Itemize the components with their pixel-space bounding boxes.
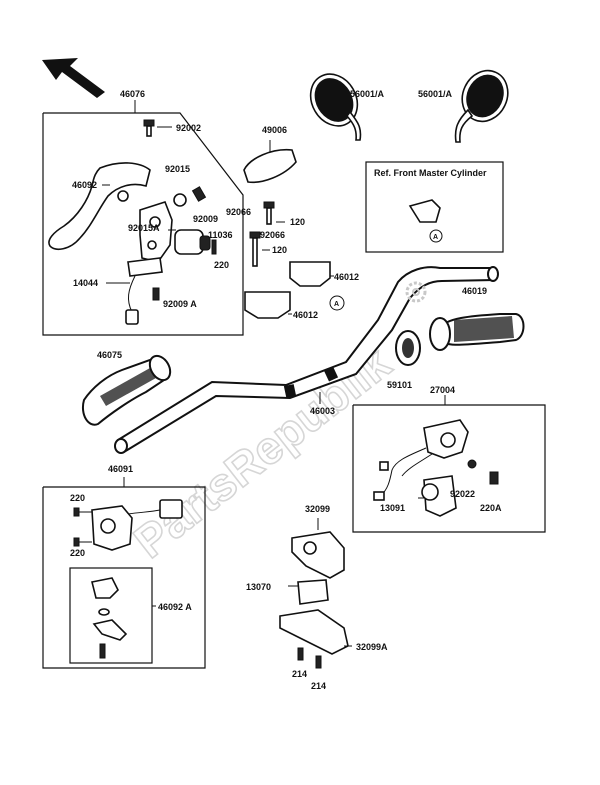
- gear-icon: [405, 281, 427, 303]
- bolt-92002: [143, 119, 155, 137]
- label-92002: 92002: [176, 123, 201, 133]
- handlebar-clamp-lower: [244, 291, 291, 319]
- screw-214-left: [297, 647, 304, 661]
- left-mirror: [309, 73, 362, 141]
- label-214-left: 214: [292, 669, 307, 679]
- housing-32099: [291, 531, 345, 579]
- label-46092: 46092: [72, 180, 97, 190]
- left-switch-group: [42, 477, 206, 669]
- label-214-right: 214: [311, 681, 326, 691]
- label-46012-upper: 46012: [334, 272, 359, 282]
- label-92066-upper: 92066: [226, 207, 251, 217]
- label-220A: 220A: [480, 503, 502, 513]
- screw-220A: [489, 471, 499, 485]
- front-master-cylinder-ref-box: [365, 161, 504, 253]
- screw-92009: [191, 186, 207, 202]
- screw-92009A: [152, 287, 160, 301]
- label-46003: 46003: [310, 406, 335, 416]
- label-46076: 46076: [120, 89, 145, 99]
- clutch-lever: [48, 162, 151, 251]
- right-grip-46019: [429, 313, 525, 351]
- screw-220-upper: [73, 507, 80, 517]
- housing-32099A: [279, 609, 349, 655]
- label-120-upper: 120: [290, 217, 305, 227]
- throttle-pulley-59101: [395, 330, 421, 366]
- label-92022: 92022: [450, 489, 475, 499]
- left-switch-frame: [42, 486, 206, 669]
- label-27004: 27004: [430, 385, 455, 395]
- clutch-lever-assembly-frame: [42, 112, 244, 336]
- label-46012-lower: 46012: [293, 310, 318, 320]
- bolt-92066-upper: [263, 201, 275, 225]
- label-92009A: 92009 A: [163, 299, 197, 309]
- left-grip-46075: [82, 354, 172, 426]
- label-49006: 49006: [262, 125, 287, 135]
- label-92015: 92015: [165, 164, 190, 174]
- label-14044: 14044: [73, 278, 98, 288]
- right-mirror: [454, 69, 509, 143]
- screw-220-lower: [73, 537, 80, 547]
- label-56001A-left: 56001/A: [350, 89, 385, 99]
- screw-220: [211, 239, 217, 255]
- label-46075: 46075: [97, 350, 122, 360]
- label-11036: 11036: [208, 230, 233, 240]
- ref-mark-a-bar: A: [334, 301, 339, 308]
- label-32099: 32099: [305, 504, 330, 514]
- label-220-switch-upper: 220: [70, 493, 85, 503]
- bolt-92066-lower: [249, 231, 261, 267]
- handlebar-46003: [114, 266, 499, 454]
- nut-92022: [467, 459, 477, 469]
- label-13070: 13070: [246, 582, 271, 592]
- label-46019: 46019: [462, 286, 487, 296]
- label-220-switch-lower: 220: [70, 548, 85, 558]
- label-92015A: 92015A: [128, 223, 160, 233]
- label-92009: 92009: [193, 214, 218, 224]
- throttle-housing-group: [352, 395, 546, 533]
- reference-marker-a: [329, 295, 345, 311]
- switch-13070: [297, 579, 329, 605]
- screw-214-right: [315, 655, 322, 669]
- front-direction-arrow-icon: [42, 58, 105, 98]
- throttle-housing-frame: [352, 404, 546, 533]
- label-46091: 46091: [108, 464, 133, 474]
- label-56001A-right: 56001/A: [418, 89, 453, 99]
- label-59101: 59101: [387, 380, 412, 390]
- clutch-lever-assembly-group: [42, 100, 244, 336]
- ref-mark-a-box: A: [433, 234, 438, 241]
- choke-lever-box: [69, 567, 153, 664]
- clutch-switch-11036: [174, 229, 211, 255]
- washer-92015A: [117, 190, 129, 202]
- label-32099A: 32099A: [356, 642, 388, 652]
- collar-92015: [173, 193, 187, 207]
- label-92066-lower: 92066: [260, 230, 285, 240]
- label-220: 220: [214, 260, 229, 270]
- handlebar-clamp-upper: [289, 261, 331, 287]
- bracket-14044: [127, 257, 163, 277]
- label-120-lower: 120: [272, 245, 287, 255]
- ref-front-master-cylinder: Ref. Front Master Cylinder: [374, 168, 487, 178]
- label-46092A: 46092 A: [158, 602, 192, 612]
- cover-49006: [243, 148, 297, 184]
- switch-housing-lower-group: [279, 518, 352, 669]
- label-13091: 13091: [380, 503, 405, 513]
